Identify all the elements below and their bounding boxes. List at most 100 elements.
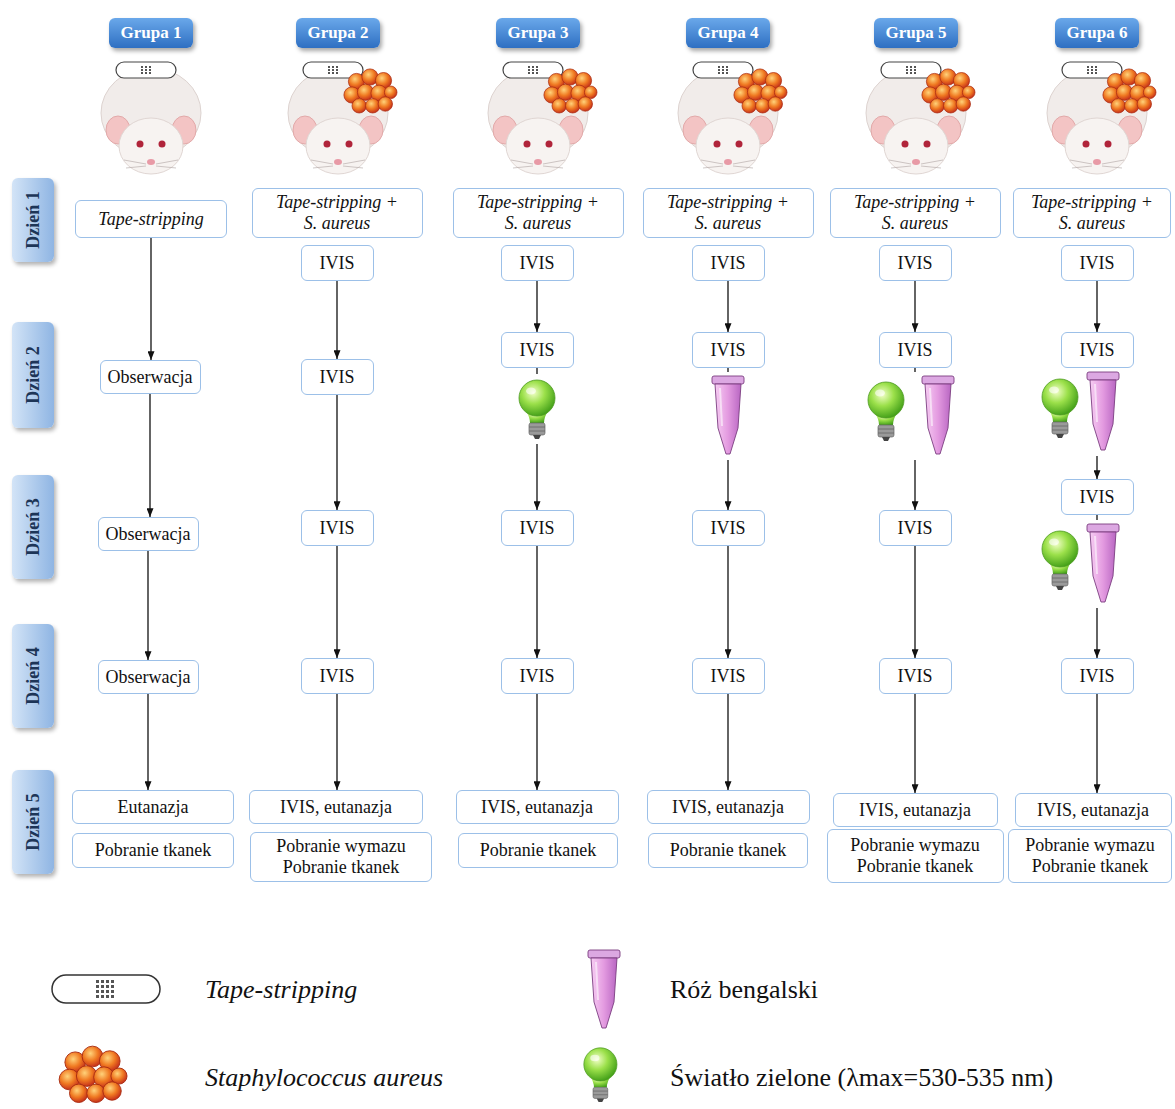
node-text: Eutanazja: [118, 797, 189, 818]
node-text: Tape-stripping: [98, 209, 203, 230]
step-box: IVIS: [1061, 245, 1134, 281]
step-box: Eutanazja: [72, 790, 234, 824]
node-text: Pobranie tkanek: [480, 840, 596, 861]
node-text: Tape-stripping + S. aureus: [472, 192, 604, 233]
step-box: IVIS: [501, 332, 574, 368]
node-text: IVIS: [320, 666, 355, 687]
day-label: Dzień 2: [12, 322, 54, 428]
node-text: Tape-stripping + S. aureus: [849, 192, 981, 233]
node-text: Pobranie tkanek: [857, 856, 973, 877]
node-text: Dzień 4: [23, 647, 44, 705]
step-box: IVIS: [301, 245, 374, 281]
step-box: IVIS: [1061, 479, 1134, 515]
flow-arrow: [914, 281, 915, 332]
step-box: IVIS, eutanazja: [647, 790, 810, 824]
node-text: Grupa 1: [121, 23, 182, 43]
node-text: IVIS, eutanazja: [859, 800, 971, 821]
flow-arrow: [536, 281, 537, 332]
node-text: Tape-stripping + S. aureus: [662, 192, 794, 233]
flow-arrow: [727, 281, 728, 332]
node-text: Tape-stripping + S. aureus: [271, 192, 403, 233]
step-box: Pobranie wymazuPobranie tkanek: [250, 832, 432, 882]
step-box: IVIS, eutanazja: [456, 790, 619, 824]
node-text: Dzień 2: [23, 346, 44, 404]
node-text: Grupa 6: [1067, 23, 1128, 43]
node-text: IVIS: [711, 340, 746, 361]
node-text: IVIS: [1080, 253, 1115, 274]
node-text: IVIS: [898, 518, 933, 539]
group-header: Grupa 3: [496, 18, 580, 48]
node-text: IVIS: [898, 340, 933, 361]
flow-arrow: [1096, 694, 1097, 793]
flow-arrow: [536, 546, 537, 658]
group-header: Grupa 5: [874, 18, 958, 48]
day-label: Dzień 1: [12, 178, 54, 262]
step-box: IVIS, eutanazja: [249, 790, 423, 824]
step-box: IVIS: [301, 359, 374, 395]
flow-arrow: [1096, 281, 1097, 332]
flow-arrow: [149, 394, 150, 517]
step-box: Tape-stripping + S. aureus: [830, 188, 1001, 238]
flow-arrow: [336, 395, 337, 510]
node-text: Obserwacja: [108, 367, 193, 388]
step-box: Tape-stripping + S. aureus: [453, 188, 624, 238]
step-box: IVIS: [301, 658, 374, 694]
node-text: IVIS: [711, 253, 746, 274]
step-box: IVIS, eutanazja: [833, 793, 998, 827]
step-box: Tape-stripping + S. aureus: [643, 188, 814, 238]
flow-arrow: [336, 281, 337, 359]
flow-arrow: [336, 546, 337, 658]
step-box: Tape-stripping + S. aureus: [252, 188, 423, 238]
flow-arrow: [150, 238, 151, 360]
node-text: IVIS: [898, 666, 933, 687]
node-text: IVIS: [711, 666, 746, 687]
step-box: Tape-stripping + S. aureus: [1013, 188, 1171, 238]
step-box: IVIS: [879, 658, 952, 694]
node-text: Dzień 3: [23, 498, 44, 556]
node-text: Pobranie tkanek: [95, 840, 211, 861]
legend-text: Staphylococcus aureus: [205, 1062, 443, 1093]
legend-text: Róż bengalski: [670, 974, 818, 1005]
node-text: IVIS: [520, 253, 555, 274]
node-text: Pobranie wymazu: [850, 835, 979, 856]
node-text: IVIS: [320, 518, 355, 539]
flow-arrow: [727, 546, 728, 658]
step-box: Obserwacja: [100, 360, 201, 394]
step-box: IVIS: [879, 245, 952, 281]
node-text: Pobranie wymazu: [276, 836, 405, 857]
day-label: Dzień 5: [12, 770, 54, 874]
step-box: Pobranie wymazuPobranie tkanek: [1008, 829, 1172, 883]
node-text: IVIS: [898, 253, 933, 274]
step-box: Tape-stripping: [75, 200, 227, 238]
step-box: IVIS: [301, 510, 374, 546]
flow-arrow: [536, 694, 537, 790]
step-box: IVIS: [501, 245, 574, 281]
step-box: IVIS: [692, 658, 765, 694]
node-text: Pobranie tkanek: [1032, 856, 1148, 877]
node-text: Grupa 4: [698, 23, 759, 43]
step-box: IVIS: [692, 245, 765, 281]
flow-arrow: [914, 694, 915, 793]
step-box: Pobranie wymazuPobranie tkanek: [827, 829, 1004, 883]
step-box: IVIS, eutanazja: [1015, 793, 1172, 827]
node-text: Pobranie tkanek: [670, 840, 786, 861]
node-text: Pobranie tkanek: [283, 857, 399, 878]
day-label: Dzień 4: [12, 624, 54, 728]
node-text: Grupa 2: [308, 23, 369, 43]
node-text: IVIS: [1080, 487, 1115, 508]
step-box: IVIS: [1061, 658, 1134, 694]
node-text: IVIS: [320, 253, 355, 274]
node-text: IVIS, eutanazja: [481, 797, 593, 818]
legend-text: Tape-stripping: [205, 974, 357, 1005]
step-box: IVIS: [692, 332, 765, 368]
node-text: IVIS: [1080, 666, 1115, 687]
node-text: IVIS: [520, 518, 555, 539]
group-header: Grupa 2: [296, 18, 380, 48]
node-text: Pobranie wymazu: [1025, 835, 1154, 856]
step-box: IVIS: [1061, 332, 1134, 368]
node-text: Dzień 5: [23, 793, 44, 851]
step-box: Obserwacja: [98, 660, 199, 694]
node-text: IVIS: [520, 666, 555, 687]
